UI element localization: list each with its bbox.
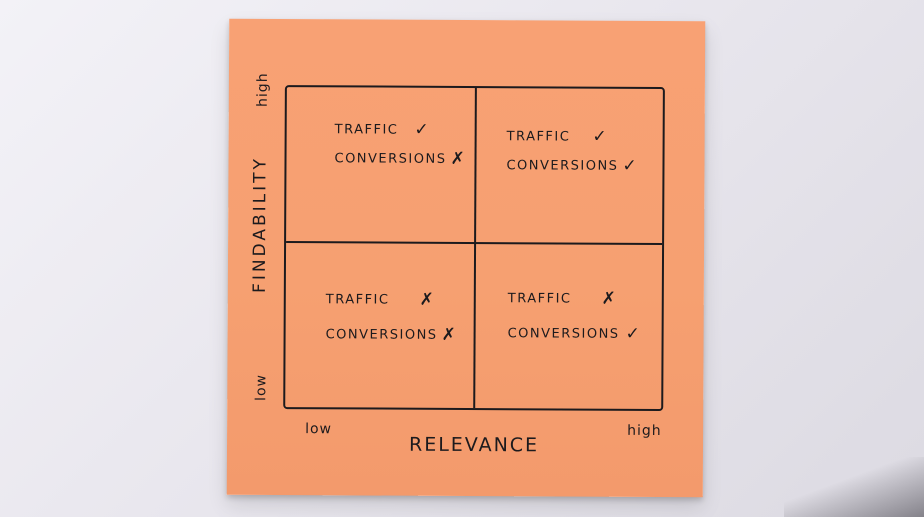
y-axis-label: FINDABILITY	[249, 156, 271, 293]
quadrant-bottom-left: TRAFFIC ✗ CONVERSIONS ✗	[325, 289, 496, 356]
cross-icon: ✗	[441, 324, 458, 345]
wall-shadow	[784, 457, 924, 517]
check-icon: ✓	[625, 323, 642, 344]
conversions-label: CONVERSIONS	[507, 326, 620, 342]
traffic-label: TRAFFIC	[334, 122, 399, 138]
sticky-note: high FINDABILITY low TRAFFIC ✓ CONVERSIO…	[226, 18, 706, 498]
traffic-row: TRAFFIC ✓	[334, 119, 505, 140]
quadrant-bottom-right: TRAFFIC ✗ CONVERSIONS ✓	[507, 288, 678, 355]
check-icon: ✓	[622, 155, 639, 176]
cross-icon: ✗	[450, 148, 467, 169]
conversions-label: CONVERSIONS	[506, 158, 619, 174]
traffic-row: TRAFFIC ✓	[506, 126, 677, 147]
cross-icon: ✗	[601, 288, 618, 309]
x-axis-low-label: low	[305, 421, 333, 438]
conversions-row: CONVERSIONS ✗	[325, 324, 496, 345]
y-axis-low-label: low	[253, 373, 270, 401]
check-icon: ✓	[592, 126, 609, 147]
conversions-row: CONVERSIONS ✓	[506, 155, 676, 176]
quadrant-top-left: TRAFFIC ✓ CONVERSIONS ✗	[334, 119, 505, 180]
traffic-row: TRAFFIC ✗	[325, 289, 496, 310]
conversions-label: CONVERSIONS	[325, 327, 438, 343]
y-axis-high-label: high	[254, 72, 271, 107]
traffic-label: TRAFFIC	[507, 291, 572, 307]
traffic-label: TRAFFIC	[325, 292, 390, 308]
traffic-label: TRAFFIC	[506, 129, 571, 145]
conversions-row: CONVERSIONS ✓	[507, 323, 678, 344]
traffic-row: TRAFFIC ✗	[507, 288, 678, 309]
check-icon: ✓	[414, 119, 431, 140]
conversions-label: CONVERSIONS	[334, 151, 447, 167]
conversions-row: CONVERSIONS ✗	[334, 148, 504, 169]
x-axis-high-label: high	[627, 422, 662, 440]
x-axis-label: RELEVANCE	[408, 433, 540, 457]
quadrant-top-right: TRAFFIC ✓ CONVERSIONS ✓	[506, 126, 677, 187]
cross-icon: ✗	[419, 289, 436, 310]
quadrant-grid: TRAFFIC ✓ CONVERSIONS ✗ TRAFFIC ✓ CONVER…	[283, 85, 665, 412]
